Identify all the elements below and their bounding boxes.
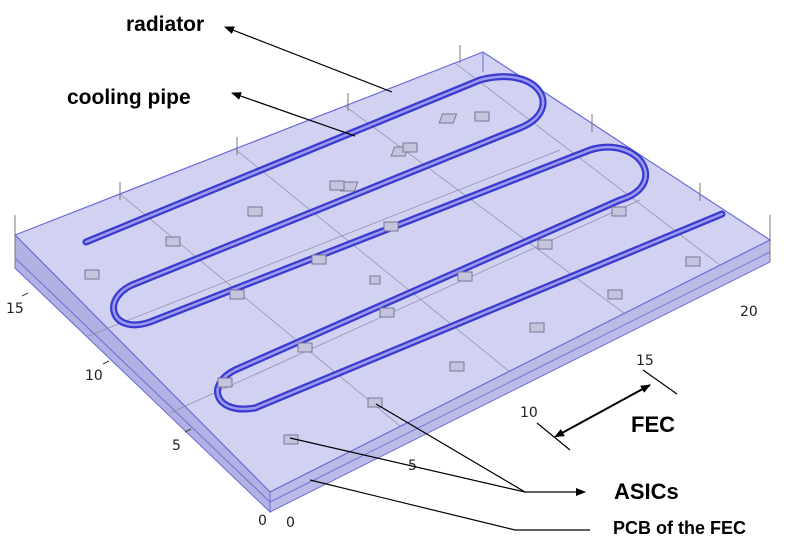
asic-chip bbox=[529, 322, 545, 333]
asic-chip bbox=[474, 111, 490, 122]
cooling-pipe-label: cooling pipe bbox=[67, 86, 191, 109]
cooling-pipe-leader bbox=[231, 92, 356, 137]
axis-left-tick: 15 bbox=[6, 301, 24, 317]
axis-left: 15 10 5 0 bbox=[6, 292, 267, 529]
axis-left-tick: 5 bbox=[172, 438, 181, 454]
axis-left-tick: 0 bbox=[258, 513, 267, 529]
asic-chip bbox=[367, 397, 383, 408]
asics-leader-2 bbox=[375, 403, 526, 493]
asic-chip bbox=[229, 289, 245, 300]
asic-chip bbox=[607, 289, 623, 300]
back-ticks bbox=[119, 45, 701, 201]
leader-lines bbox=[224, 26, 590, 531]
asic-chip bbox=[217, 377, 233, 388]
asic-chip bbox=[247, 206, 263, 217]
asic-chip bbox=[438, 113, 458, 124]
radiator-leader bbox=[224, 26, 393, 93]
pcb-leader bbox=[309, 479, 590, 531]
radiator-label: radiator bbox=[126, 13, 204, 36]
asic-chip bbox=[297, 342, 313, 353]
asic-chip bbox=[84, 269, 100, 280]
asic-chip bbox=[165, 236, 181, 247]
axis-front-tick: 15 bbox=[636, 353, 654, 369]
pcb-label: PCB of the FEC bbox=[613, 518, 746, 538]
asic-chip bbox=[383, 221, 399, 232]
axis-front-tick: 10 bbox=[520, 405, 538, 421]
asic-chip bbox=[611, 206, 627, 217]
axis-front-tick: 20 bbox=[740, 304, 758, 320]
radiator-box bbox=[13, 51, 772, 514]
asic-chip bbox=[449, 361, 465, 372]
pcb-edge-left bbox=[14, 257, 271, 503]
asic-chip bbox=[379, 307, 395, 318]
asic-chip bbox=[457, 271, 473, 282]
asic-chips bbox=[84, 111, 701, 445]
top-grid bbox=[87, 62, 721, 427]
asics-label: ASICs bbox=[614, 479, 679, 504]
asic-chip bbox=[329, 180, 345, 191]
asic-chip bbox=[537, 239, 553, 250]
pcb-edge-front bbox=[269, 251, 771, 503]
asic-chip bbox=[311, 254, 327, 265]
asic-chip bbox=[369, 275, 381, 285]
fec-label: FEC bbox=[631, 412, 675, 437]
axis-front-tick: 0 bbox=[286, 515, 295, 531]
axis-left-tick: 10 bbox=[85, 368, 103, 384]
fec-dimension bbox=[536, 369, 678, 451]
fec-double-arrow bbox=[554, 384, 651, 438]
asic-chip bbox=[685, 256, 701, 267]
asic-chip bbox=[402, 142, 418, 153]
